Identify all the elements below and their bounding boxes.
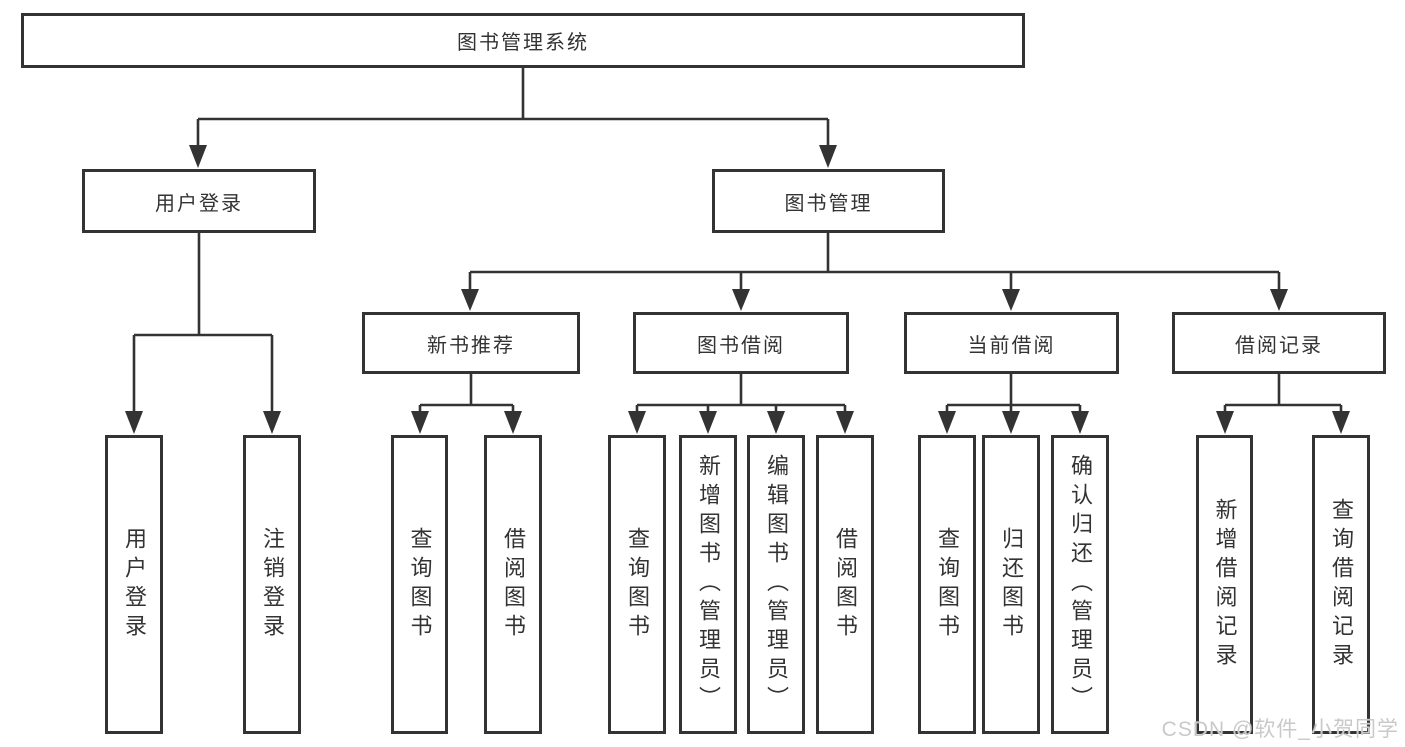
leaf-query-books-current: 查询图书 xyxy=(918,435,976,734)
node-borrow-record: 借阅记录 xyxy=(1172,312,1386,374)
node-book-borrow: 图书借阅 xyxy=(633,312,849,374)
leaf-add-borrow-record: 新增借阅记录 xyxy=(1196,435,1253,734)
leaf-query-borrow-record-label: 查询借阅记录 xyxy=(1329,497,1354,672)
node-borrow-record-label: 借阅记录 xyxy=(1235,334,1323,357)
leaf-edit-book-admin-label: 编辑图书（管理员） xyxy=(764,454,789,715)
node-book-borrow-label: 图书借阅 xyxy=(697,334,785,357)
arrowheads xyxy=(125,145,1350,434)
node-current-borrow-label: 当前借阅 xyxy=(967,334,1056,357)
leaf-logout: 注销登录 xyxy=(243,435,301,734)
leaf-add-book-admin-label: 新增图书（管理员） xyxy=(696,454,721,715)
node-current-borrow: 当前借阅 xyxy=(904,312,1119,374)
leaf-confirm-return-admin-label: 确认归还（管理员） xyxy=(1068,454,1093,715)
leaf-query-books-borrow-label: 查询图书 xyxy=(625,526,650,643)
watermark: CSDN @软件_小贺同学 xyxy=(1161,718,1399,741)
node-root-label: 图书管理系统 xyxy=(457,32,589,54)
node-new-book-recommend-label: 新书推荐 xyxy=(427,334,515,357)
leaf-confirm-return-admin: 确认归还（管理员） xyxy=(1051,435,1109,734)
leaf-query-books-borrow: 查询图书 xyxy=(608,435,666,734)
node-root: 图书管理系统 xyxy=(21,13,1025,68)
leaf-query-books-recommend: 查询图书 xyxy=(391,435,448,734)
leaf-user-login-label: 用户登录 xyxy=(122,526,147,643)
node-new-book-recommend: 新书推荐 xyxy=(362,312,580,374)
connector-edges xyxy=(132,68,1343,413)
leaf-add-borrow-record-label: 新增借阅记录 xyxy=(1212,497,1238,672)
leaf-query-books-recommend-label: 查询图书 xyxy=(407,526,433,643)
node-user-login: 用户登录 xyxy=(82,169,316,233)
leaf-return-book: 归还图书 xyxy=(982,435,1040,734)
leaf-borrow-books-borrow-label: 借阅图书 xyxy=(833,526,858,643)
leaf-user-login: 用户登录 xyxy=(105,435,163,734)
leaf-edit-book-admin: 编辑图书（管理员） xyxy=(747,435,805,734)
leaf-borrow-books-recommend: 借阅图书 xyxy=(484,435,542,734)
leaf-return-book-label: 归还图书 xyxy=(999,526,1024,643)
node-book-management-label: 图书管理 xyxy=(784,192,873,215)
leaf-add-book-admin: 新增图书（管理员） xyxy=(679,435,737,734)
leaf-logout-label: 注销登录 xyxy=(260,526,285,643)
node-book-management: 图书管理 xyxy=(712,169,945,233)
node-user-login-label: 用户登录 xyxy=(155,192,243,215)
leaf-borrow-books-borrow: 借阅图书 xyxy=(816,435,874,734)
leaf-query-books-current-label: 查询图书 xyxy=(935,526,960,643)
leaf-query-borrow-record: 查询借阅记录 xyxy=(1312,435,1370,734)
leaf-borrow-books-recommend-label: 借阅图书 xyxy=(501,526,526,643)
